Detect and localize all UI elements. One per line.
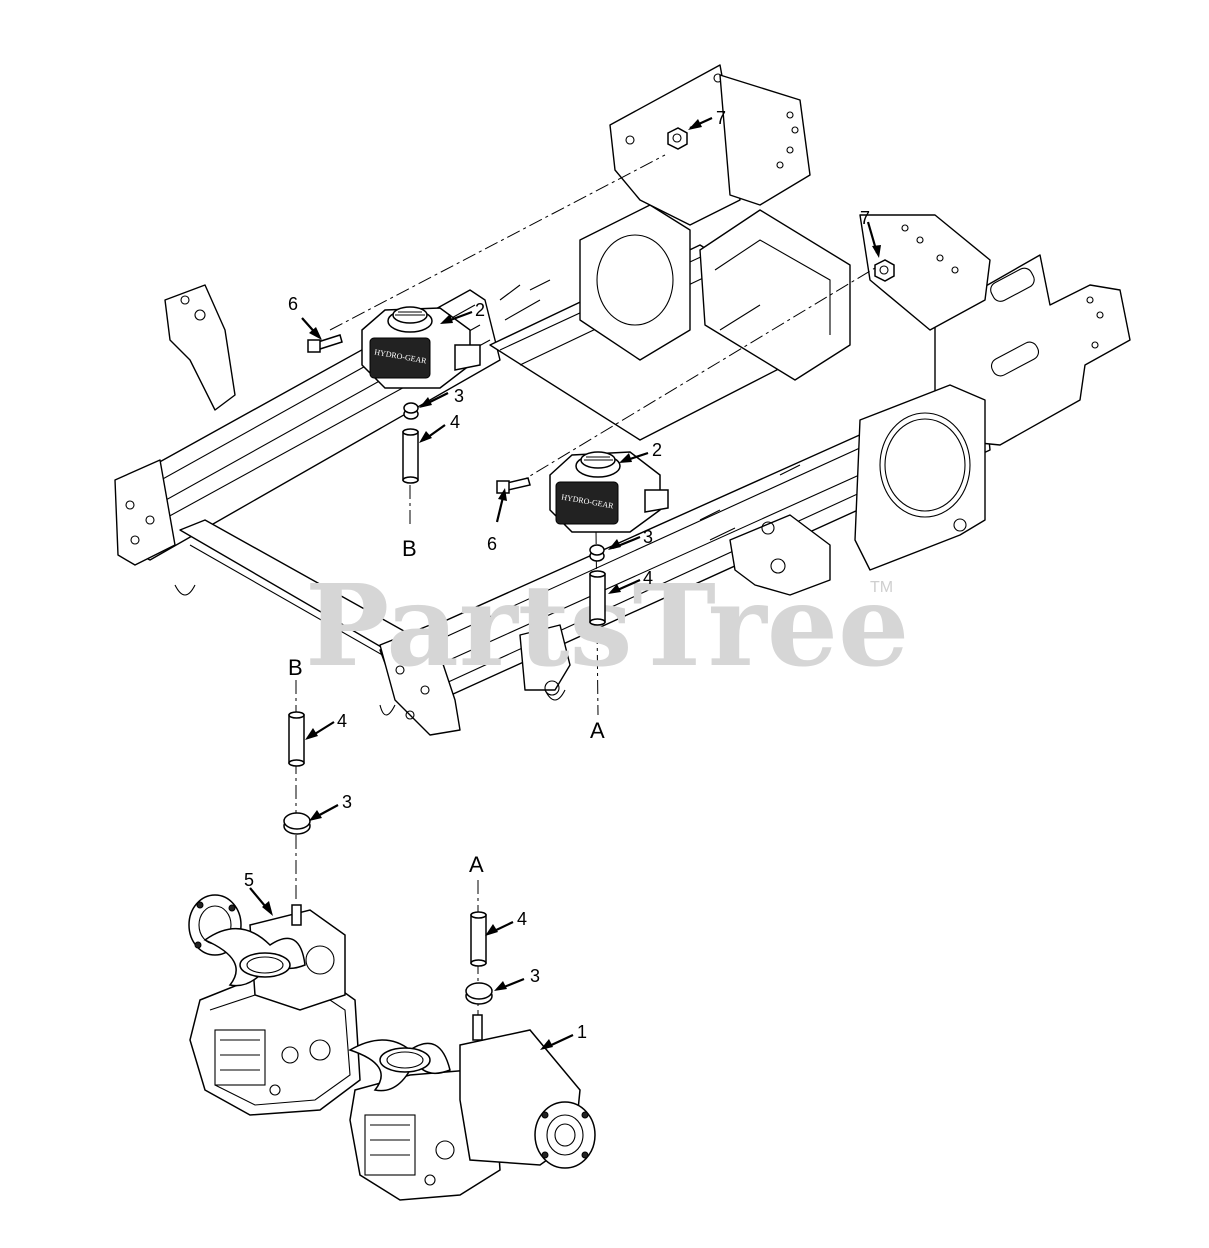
callout-4-center: 4 — [643, 568, 653, 588]
clip-center — [589, 544, 605, 562]
screw-center — [496, 477, 531, 494]
clip-upper-left — [403, 402, 419, 420]
sleeve-lower-right — [470, 911, 487, 967]
callout-4-lower-left: 4 — [337, 711, 347, 731]
callout-4-upper-left: 4 — [450, 412, 460, 432]
nut-right — [874, 259, 895, 282]
clip-lower-right — [465, 982, 493, 1005]
sleeve-lower-left — [288, 711, 305, 767]
clip-lower-left — [283, 812, 311, 835]
callout-2-left: 2 — [475, 300, 485, 320]
callout-6-center: 6 — [487, 534, 497, 554]
callout-3-lower-left: 3 — [342, 792, 352, 812]
transaxle-left — [188, 894, 361, 1116]
screw-left — [307, 334, 343, 353]
reference-letter-b-upper: B — [402, 536, 417, 561]
callout-3-upper-left: 3 — [454, 386, 464, 406]
callout-3-lower-right: 3 — [530, 966, 540, 986]
hydraulic-reservoir-tank-left: HYDRO-GEAR — [361, 306, 481, 389]
mower-frame — [114, 64, 1131, 736]
callout-5: 5 — [244, 870, 254, 890]
callout-7-upper: 7 — [716, 108, 726, 128]
callout-1: 1 — [577, 1022, 587, 1042]
callout-6-left: 6 — [288, 294, 298, 314]
watermark-text: PartsTree — [305, 561, 909, 692]
reference-letter-b-lower: B — [288, 655, 303, 680]
hydraulic-reservoir-tank-right: HYDRO-GEAR — [549, 451, 669, 533]
nut-upper — [667, 127, 688, 150]
transaxle-right — [348, 1014, 596, 1201]
callout-arrows — [249, 116, 881, 1050]
callout-2-center: 2 — [652, 440, 662, 460]
callout-4-lower-right: 4 — [517, 909, 527, 929]
reference-letter-a-upper: A — [590, 718, 605, 743]
callout-3-center: 3 — [643, 527, 653, 547]
callout-7-right: 7 — [860, 208, 870, 228]
sleeve-center — [589, 570, 606, 626]
watermark-trademark: TM — [870, 579, 893, 596]
reference-letter-a-lower: A — [469, 852, 484, 877]
sleeve-upper-left — [402, 428, 419, 484]
